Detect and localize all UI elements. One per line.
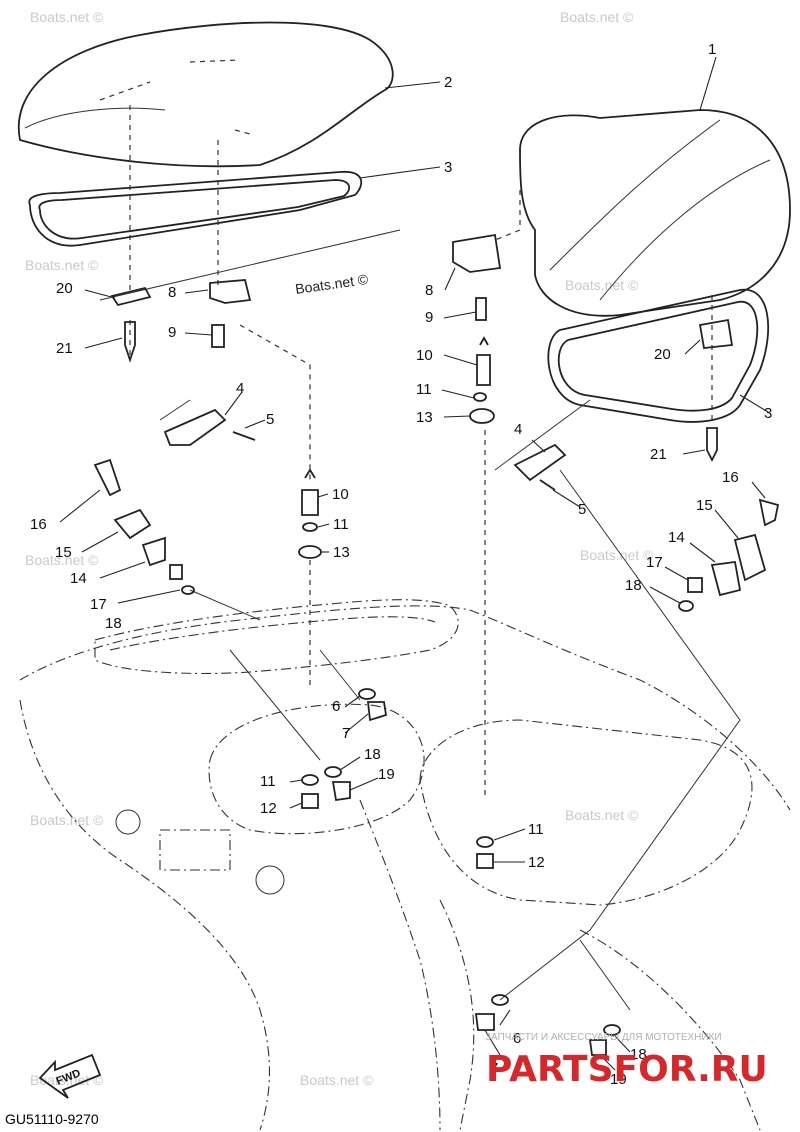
callout-5: 5 [266,411,274,428]
callout-18: 18 [105,615,122,632]
callout-7: 7 [342,725,350,742]
callout-9: 9 [425,309,433,326]
callout-5: 5 [578,501,586,518]
callout-2: 2 [444,74,452,91]
brand-name: PARTSFOR.RU [486,1049,768,1090]
callout-11: 11 [416,381,432,398]
callout-11: 11 [528,821,544,838]
deck-hull [19,599,791,1131]
callout-21: 21 [650,446,667,463]
callout-17: 17 [90,596,107,613]
callout-10: 10 [332,486,349,503]
callout-20: 20 [56,280,73,297]
callout-13: 13 [416,409,433,426]
callout-18: 18 [364,746,381,763]
assembly-lines [99,105,741,1011]
callout-3: 3 [764,405,772,422]
rear-seat-seal [28,171,363,247]
watermark-text: Boats.net © [25,257,99,273]
callout-leaders [59,56,769,1071]
callout-11: 11 [260,773,276,790]
callout-12: 12 [260,800,277,817]
callout-17: 17 [646,554,663,571]
brand-tagline: ЗАПЧАСТИ И АКСЕССУАРЫ ДЛЯ МОТОТЕХНИКИ [485,1032,722,1043]
callout-21: 21 [56,340,73,357]
callout-18: 18 [625,577,642,594]
callout-16: 16 [722,469,739,486]
watermark-text: Boats.net © [30,812,104,828]
callout-numbers: 1 2 3 3 4 4 5 5 6 6 7 7 8 8 9 9 10 10 11… [30,41,772,1088]
watermark-text: Boats.net © [30,9,104,25]
callout-8: 8 [425,282,433,299]
front-seat [519,109,791,317]
rear-seat [17,21,394,168]
watermark-text: Boats.net © [580,547,654,563]
callout-6: 6 [332,698,340,715]
callout-20: 20 [654,346,671,363]
watermarks: Boats.net © Boats.net © Boats.net © Boat… [25,9,654,1088]
callout-12: 12 [528,854,545,871]
watermark-text-main: Boats.net © [294,271,370,297]
hardware-parts [93,233,780,1056]
callout-11: 11 [333,516,349,533]
callout-19: 19 [610,1071,627,1088]
brand-logo: ЗАПЧАСТИ И АКСЕССУАРЫ ДЛЯ МОТОТЕХНИКИ PA… [485,1032,768,1090]
callout-7: 7 [490,1060,498,1077]
callout-16: 16 [30,516,47,533]
callout-3: 3 [444,159,452,176]
callout-19: 19 [378,766,395,783]
diagram-code: GU51110-9270 [5,1111,99,1127]
callout-6: 6 [513,1030,521,1047]
callout-13: 13 [333,544,350,561]
callout-18: 18 [630,1046,647,1063]
watermark-text: Boats.net © [25,552,99,568]
watermark-text: Boats.net © [565,807,639,823]
callout-8: 8 [168,284,176,301]
callout-14: 14 [668,529,685,546]
callout-14: 14 [70,570,87,587]
callout-1: 1 [708,41,716,58]
callout-10: 10 [416,347,433,364]
callout-15: 15 [696,497,713,514]
callout-15: 15 [55,544,72,561]
watermark-text: Boats.net © [300,1072,374,1088]
callout-4: 4 [514,421,522,438]
watermark-text: Boats.net © [560,9,634,25]
callout-9: 9 [168,324,176,341]
callout-4: 4 [236,380,244,397]
watermark-text: Boats.net © [565,277,639,293]
